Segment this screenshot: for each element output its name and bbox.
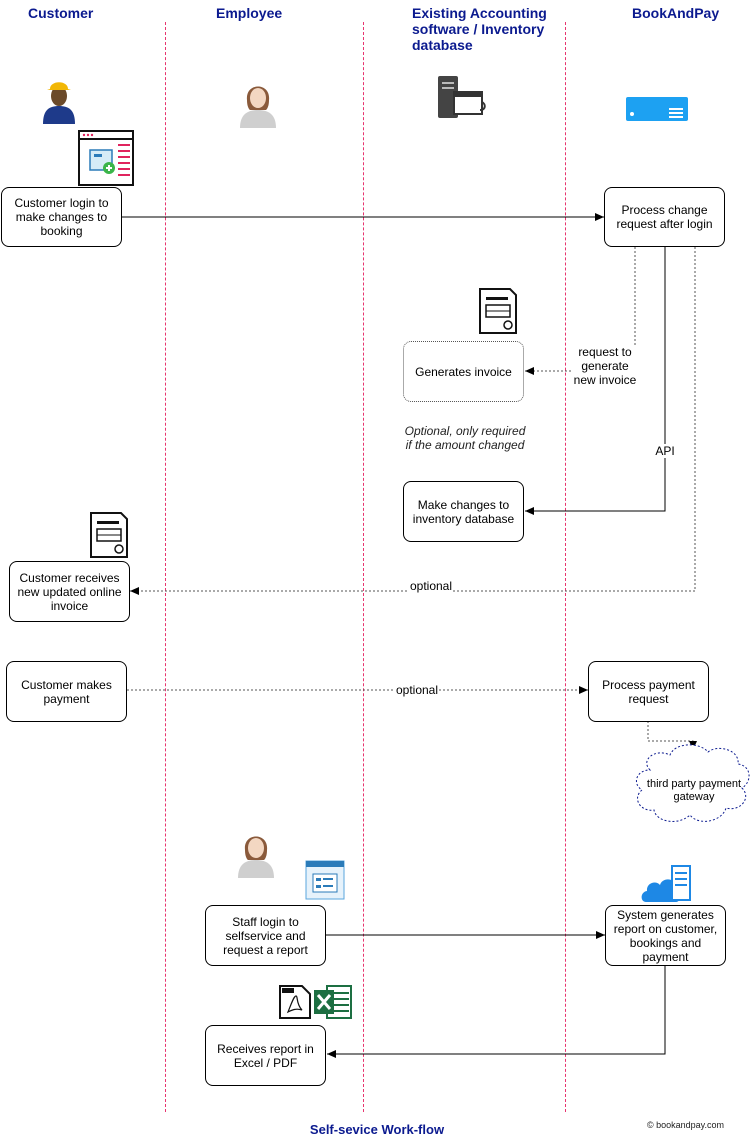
third-party-cloud-shape xyxy=(635,744,750,822)
api-label: API xyxy=(654,444,676,458)
edge-api xyxy=(525,247,666,515)
process-change-box: Process change request after login xyxy=(604,187,725,247)
cloud-server-icon xyxy=(641,865,691,902)
server-window-icon xyxy=(438,76,486,118)
optional-amount-note: Optional, only required if the amount ch… xyxy=(404,424,526,452)
lane-divider-3 xyxy=(565,22,566,1112)
footer-title: Self-sevice Work-flow xyxy=(309,1122,445,1137)
customer-makes-payment-box: Customer makes payment xyxy=(6,661,127,722)
web-form-icon xyxy=(78,130,134,186)
lane-title-accounting: Existing Accounting software / Inventory… xyxy=(412,5,547,53)
excel-file-icon xyxy=(314,985,352,1019)
calendar-form-icon xyxy=(305,860,345,900)
edge-optional-invoice xyxy=(130,247,696,595)
customer-worker-icon xyxy=(43,82,75,124)
process-payment-box: Process payment request xyxy=(588,661,709,722)
invoice-document-icon xyxy=(479,288,517,334)
make-changes-inventory-box: Make changes to inventory database xyxy=(403,481,524,542)
pdf-file-icon xyxy=(279,985,311,1019)
lane-title-customer: Customer xyxy=(28,5,94,21)
optional-invoice-label: optional xyxy=(409,579,453,593)
employee-person-icon xyxy=(240,86,276,128)
customer-login-box: Customer login to make changes to bookin… xyxy=(1,187,122,247)
receives-report-box: Receives report in Excel / PDF xyxy=(205,1025,326,1086)
system-generates-report-box: System generates report on customer, boo… xyxy=(605,905,726,966)
lane-divider-1 xyxy=(165,22,166,1112)
staff-login-box: Staff login to selfservice and request a… xyxy=(205,905,326,966)
lane-title-employee: Employee xyxy=(216,5,283,21)
bookandpay-server-icon xyxy=(626,97,688,121)
invoice-document-icon-2 xyxy=(90,512,128,558)
request-generate-label: request to generate new invoice xyxy=(572,345,638,387)
customer-receives-invoice-box: Customer receives new updated online inv… xyxy=(9,561,130,622)
optional-payment-label: optional xyxy=(395,683,439,697)
lane-divider-2 xyxy=(363,22,364,1112)
third-party-gateway-label: third party payment gateway xyxy=(646,778,742,803)
staff-person-icon xyxy=(238,836,274,878)
lane-title-bookandpay: BookAndPay xyxy=(632,5,720,21)
edge-system-to-report xyxy=(327,966,666,1058)
copyright: © bookandpay.com xyxy=(646,1120,724,1130)
generates-invoice-box: Generates invoice xyxy=(403,341,524,402)
